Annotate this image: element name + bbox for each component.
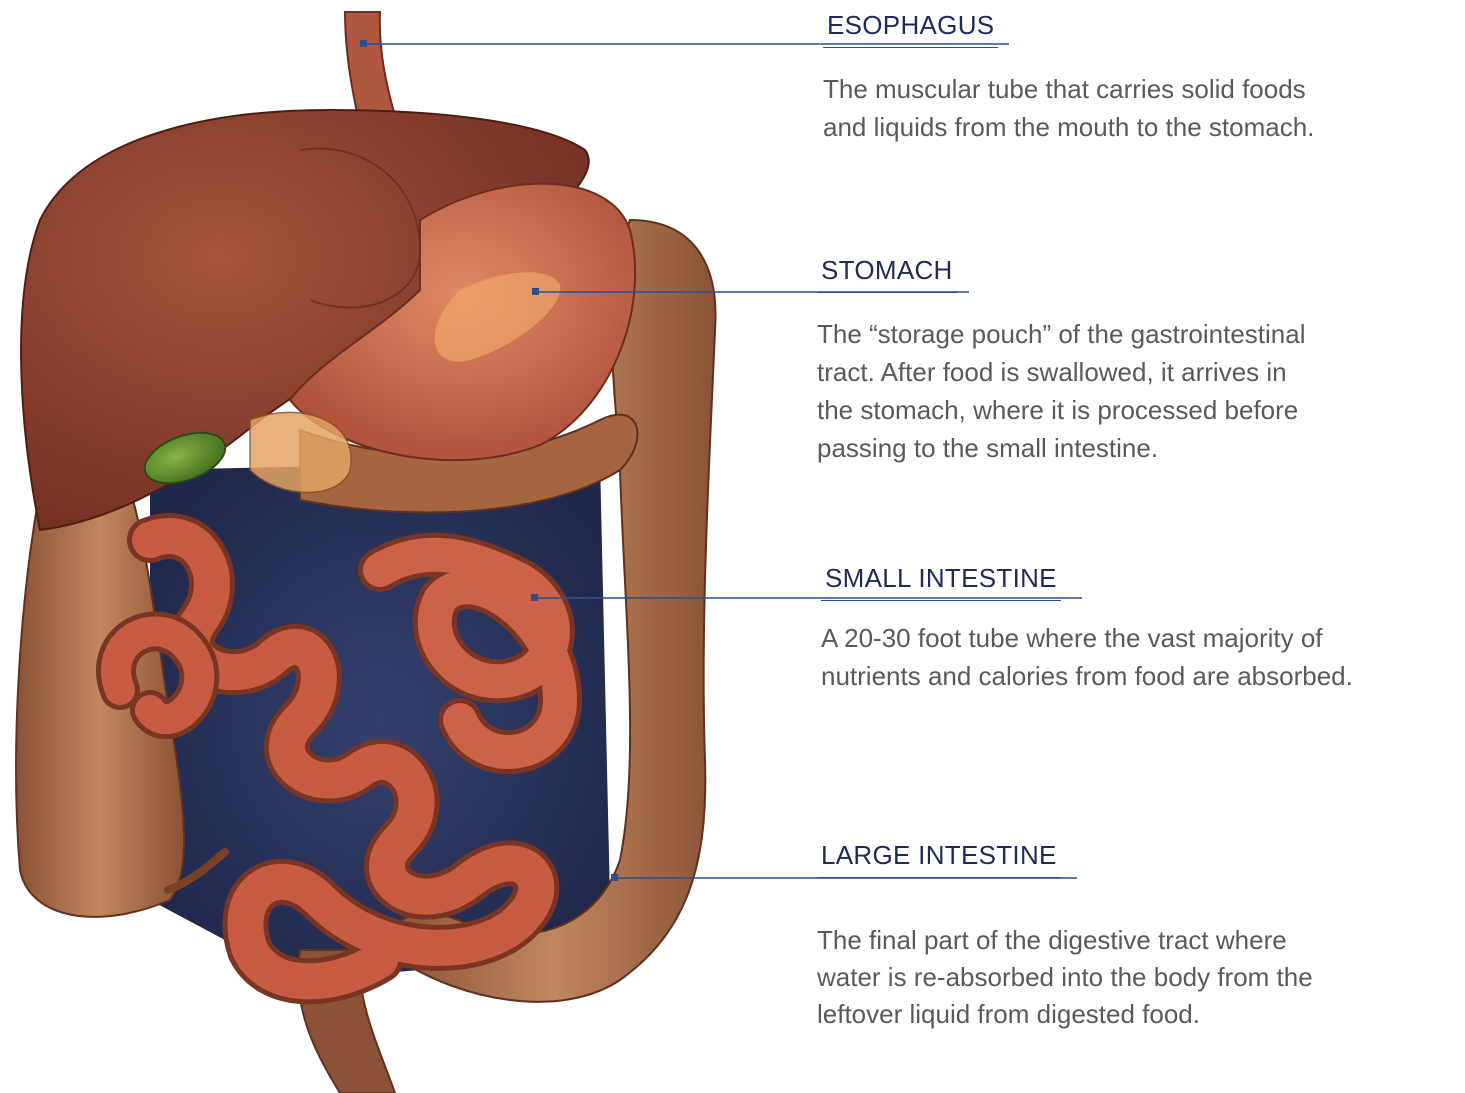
description-line: leftover liquid from digested food. bbox=[817, 996, 1427, 1033]
esophagus-heading: ESOPHAGUS bbox=[823, 10, 998, 48]
description-line: A 20-30 foot tube where the vast majorit… bbox=[821, 619, 1353, 657]
esophagus-description: The muscular tube that carries solid foo… bbox=[823, 70, 1314, 146]
stomach-heading: STOMACH bbox=[817, 255, 957, 293]
description-line: The “storage pouch” of the gastrointesti… bbox=[817, 315, 1417, 353]
description-line: tract. After food is swallowed, it arriv… bbox=[817, 353, 1417, 391]
description-line: the stomach, where it is processed befor… bbox=[817, 391, 1417, 429]
small-intestine-callout: SMALL INTESTINE A 20-30 foot tube where … bbox=[821, 563, 1353, 695]
description-line: water is re-absorbed into the body from … bbox=[817, 959, 1427, 996]
small-intestine-heading: SMALL INTESTINE bbox=[821, 563, 1061, 601]
description-line: The final part of the digestive tract wh… bbox=[817, 922, 1427, 959]
description-line: nutrients and calories from food are abs… bbox=[821, 657, 1353, 695]
large-intestine-callout: LARGE INTESTINE The final part of the di… bbox=[817, 840, 1427, 1033]
description-line: and liquids from the mouth to the stomac… bbox=[823, 108, 1314, 146]
large-intestine-heading: LARGE INTESTINE bbox=[817, 840, 1061, 878]
description-line: passing to the small intestine. bbox=[817, 429, 1417, 467]
large-intestine-description: The final part of the digestive tract wh… bbox=[817, 922, 1427, 1033]
stomach-description: The “storage pouch” of the gastrointesti… bbox=[817, 315, 1417, 467]
esophagus-callout: ESOPHAGUS The muscular tube that carries… bbox=[823, 10, 1314, 146]
small-intestine-description: A 20-30 foot tube where the vast majorit… bbox=[821, 619, 1353, 695]
stomach-callout: STOMACH The “storage pouch” of the gastr… bbox=[817, 255, 1417, 467]
description-line: The muscular tube that carries solid foo… bbox=[823, 70, 1314, 108]
